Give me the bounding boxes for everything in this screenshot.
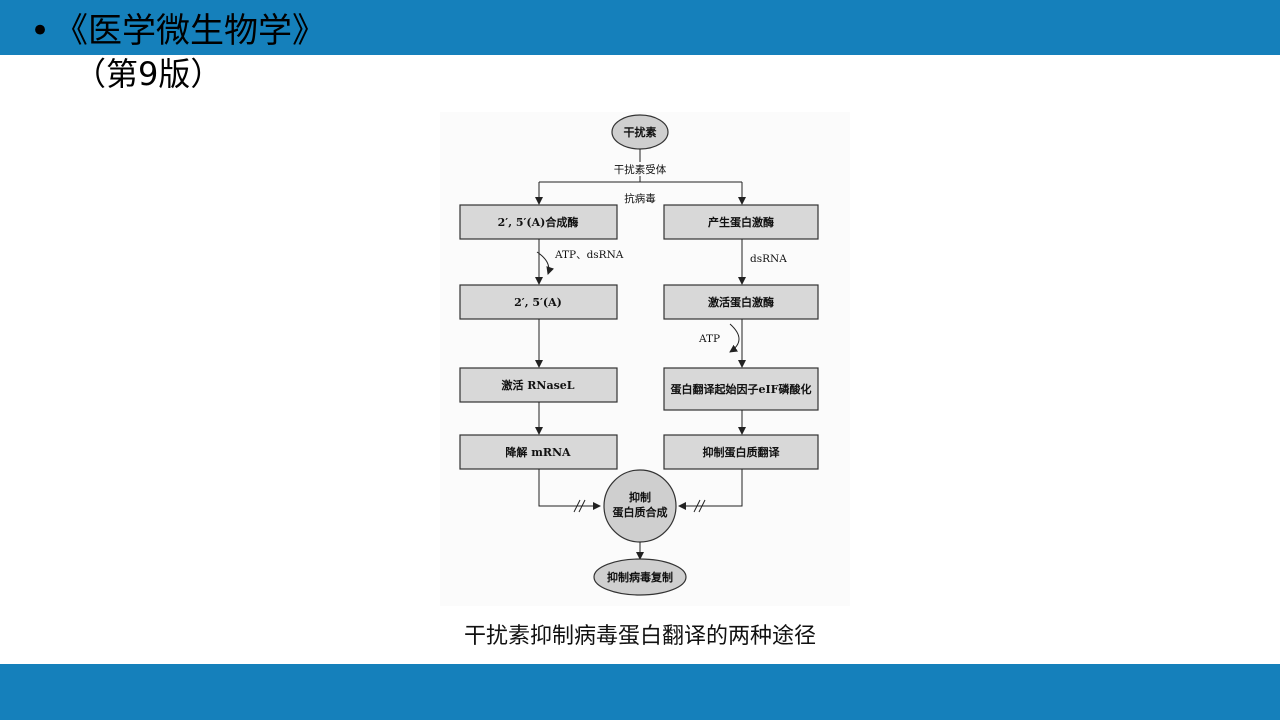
activated-pk-label: 激活蛋白激酶 — [708, 295, 774, 309]
bullet: • — [30, 11, 51, 51]
break-mark-right-2 — [698, 499, 706, 513]
curved-arrow-right — [729, 323, 740, 353]
top-bar — [0, 0, 1280, 55]
receptor-label: 干扰素受体 — [614, 163, 667, 176]
result-node — [593, 558, 687, 596]
break-mark-right-1 — [693, 499, 701, 513]
oligo-label: 2′, 5′(A) — [514, 296, 562, 309]
degrade-box — [459, 434, 618, 470]
pkr-box — [663, 204, 819, 240]
title-book: 《医学微生物学》 — [54, 11, 326, 51]
antiviral-label: 抗病毒 — [624, 192, 656, 205]
phospho-box — [663, 367, 819, 411]
center-label-1: 抑制 — [629, 490, 651, 504]
synthase-label: 2′, 5′(A)合成酶 — [498, 215, 579, 229]
slide-title: •《医学微生物学》 （第9版） — [30, 8, 326, 94]
rnase-box — [459, 367, 618, 403]
figure-caption: 干扰素抑制病毒蛋白翻译的两种途径 — [463, 624, 816, 649]
converge-right — [678, 469, 743, 510]
curved-arrow-left — [536, 251, 555, 275]
break-mark-left-1 — [573, 499, 581, 513]
center-label-2: 蛋白质合成 — [613, 505, 668, 519]
inhibit-translation-box — [663, 434, 819, 470]
right-atp: ATP — [698, 333, 720, 345]
inhibit-translation-label: 抑制蛋白质翻译 — [703, 445, 781, 459]
result-label: 抑制病毒复制 — [607, 570, 673, 584]
synthase-box — [459, 204, 618, 240]
degrade-label: 降解 mRNA — [505, 445, 571, 459]
interferon-pathway-diagram: 干扰素 干扰素受体 抗病毒 2′, 5′(A)合成酶 ATP、dsRNA 2′,… — [440, 112, 850, 606]
rnase-label: 激活 RNaseL — [501, 378, 574, 392]
left-cofactor: ATP、dsRNA — [554, 249, 624, 261]
pkr-label: 产生蛋白激酶 — [708, 215, 774, 229]
right-cofactor: dsRNA — [750, 253, 787, 265]
bottom-bar — [0, 664, 1280, 720]
converge-left — [538, 469, 601, 510]
activated-pk-box — [663, 284, 819, 320]
interferon-label: 干扰素 — [624, 125, 657, 139]
phospho-label: 蛋白翻译起始因子eIF磷酸化 — [671, 382, 812, 396]
title-line1: •《医学微生物学》 — [30, 8, 326, 54]
title-edition: （第9版） — [74, 55, 223, 93]
break-mark-left-2 — [578, 499, 586, 513]
